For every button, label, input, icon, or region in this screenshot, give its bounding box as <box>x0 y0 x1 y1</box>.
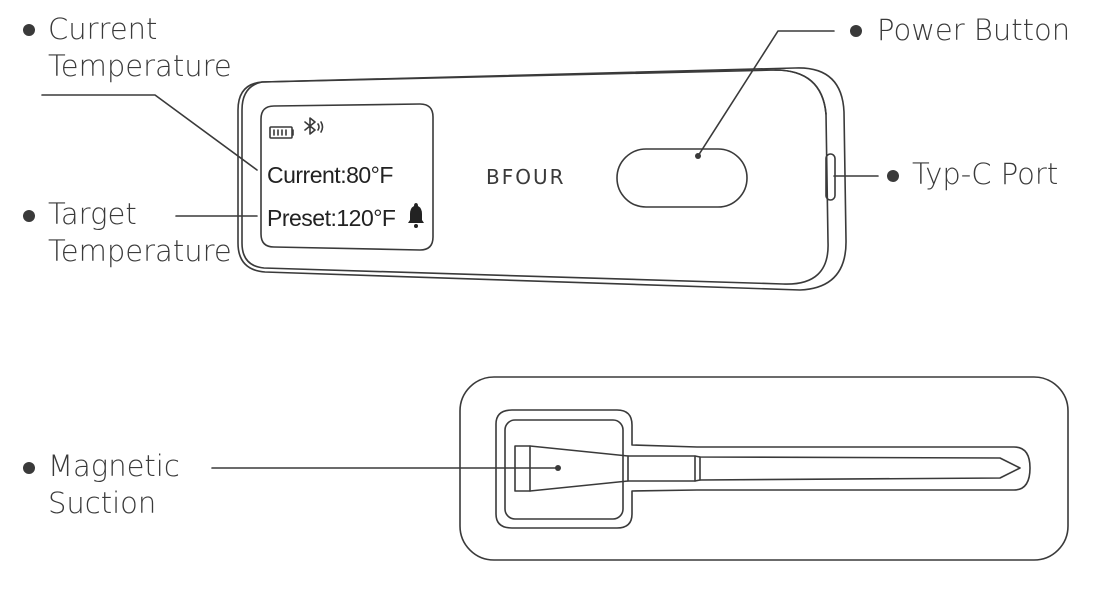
leader-end-power <box>695 153 701 159</box>
leader-power <box>697 30 835 157</box>
leader-current <box>41 94 258 171</box>
battery-icon <box>269 126 293 139</box>
bullet-current <box>23 24 35 36</box>
typec-port-shape <box>825 153 836 201</box>
screen-current-reading: Current:80°F <box>267 162 393 188</box>
bluetooth-icon <box>304 117 316 135</box>
power-button-shape <box>616 148 748 208</box>
label-current-temperature-line2: Temperature <box>48 49 232 83</box>
bullet-target <box>23 210 35 222</box>
screen-preset-reading: Preset:120°F <box>267 205 396 231</box>
bullet-magnetic <box>23 462 35 474</box>
label-magnetic-suction-line2: Suction <box>48 486 157 520</box>
label-target-temperature-line2: Temperature <box>48 234 232 268</box>
device-brand: BFOUR <box>486 165 566 189</box>
bell-icon <box>408 203 424 223</box>
label-power-button: Power Button <box>877 13 1071 47</box>
label-target-temperature-line1: Target <box>48 197 137 231</box>
label-typec-port: Typ-C Port <box>912 157 1059 191</box>
device-screen <box>260 103 434 251</box>
leader-end-magnetic <box>555 465 561 471</box>
device-body <box>237 67 847 291</box>
probe-shaft <box>627 455 1021 482</box>
bullet-typec <box>887 170 899 182</box>
label-magnetic-suction-line1: Magnetic <box>48 449 180 483</box>
probe-case <box>459 376 1069 561</box>
bullet-power <box>850 25 862 37</box>
magnet-pocket <box>495 409 1031 529</box>
label-current-temperature-line1: Current <box>48 12 158 46</box>
